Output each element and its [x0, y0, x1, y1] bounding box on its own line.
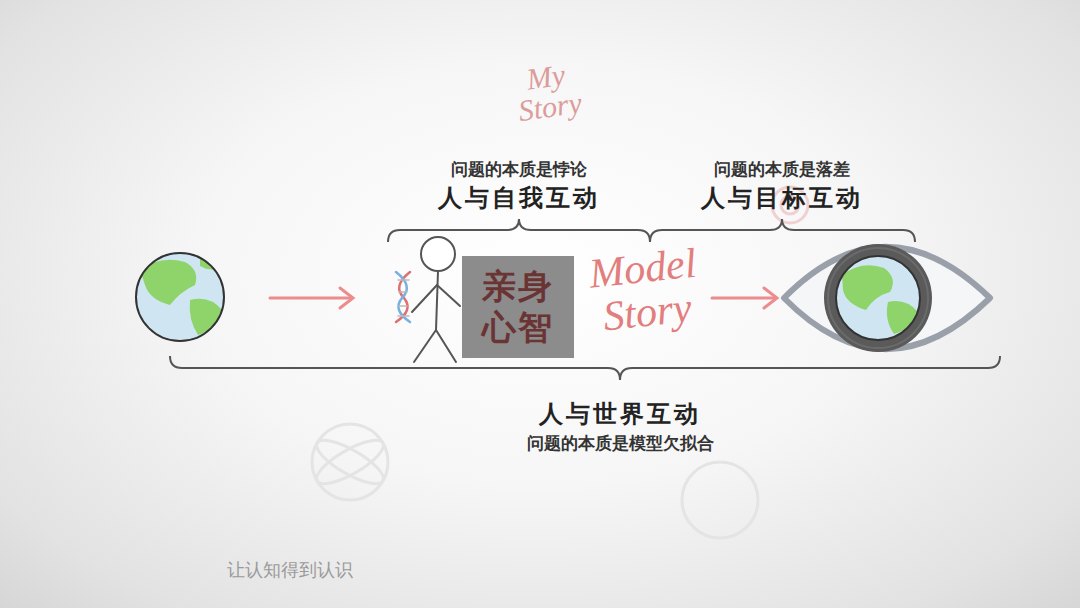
flow-arrow: [712, 288, 777, 308]
eye-icon: [784, 244, 990, 352]
flow-arrow: [270, 288, 353, 308]
heading: 人与目标互动: [701, 182, 863, 214]
stick-figure: [412, 237, 460, 362]
curly-bracket: [170, 219, 1000, 380]
background-doodle: [311, 187, 808, 538]
box-label: 亲身 心智: [478, 266, 558, 348]
highlight-box: 亲身 心智: [462, 256, 574, 358]
subtitle: 让认知得到认识: [227, 558, 353, 582]
heading: 人与自我互动: [438, 182, 600, 214]
subheading: 问题的本质是落差: [714, 158, 850, 181]
watermark: My Story: [499, 56, 596, 128]
subheading: 问题的本质是悖论: [451, 158, 587, 181]
handwritten-label: Model Story: [576, 239, 715, 340]
globe-icon: [136, 253, 224, 341]
dna-icon: [396, 272, 410, 322]
heading: 人与世界互动: [539, 398, 701, 430]
subheading: 问题的本质是模型欠拟合: [527, 432, 714, 455]
